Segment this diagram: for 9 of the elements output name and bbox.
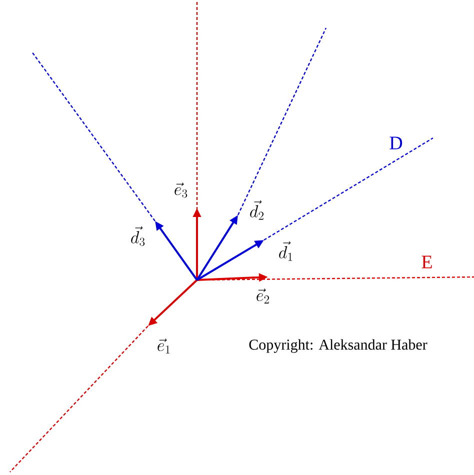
vector-label: $\vec{d}_2$ bbox=[250, 200, 264, 220]
vector-label: $\vec{e}_3$ bbox=[174, 182, 188, 198]
vector-label: $\vec{e}_1$ bbox=[158, 338, 170, 354]
axis-label: D bbox=[390, 136, 402, 150]
vector-label: $\vec{d}_1$ bbox=[279, 241, 292, 261]
vector-label: $\vec{d}_3$ bbox=[131, 226, 145, 246]
axis-label: E bbox=[422, 256, 432, 268]
vector-label: $\vec{e}_2$ bbox=[256, 288, 270, 304]
copyright-note: Copyright: Aleksandar Haber bbox=[249, 339, 428, 353]
